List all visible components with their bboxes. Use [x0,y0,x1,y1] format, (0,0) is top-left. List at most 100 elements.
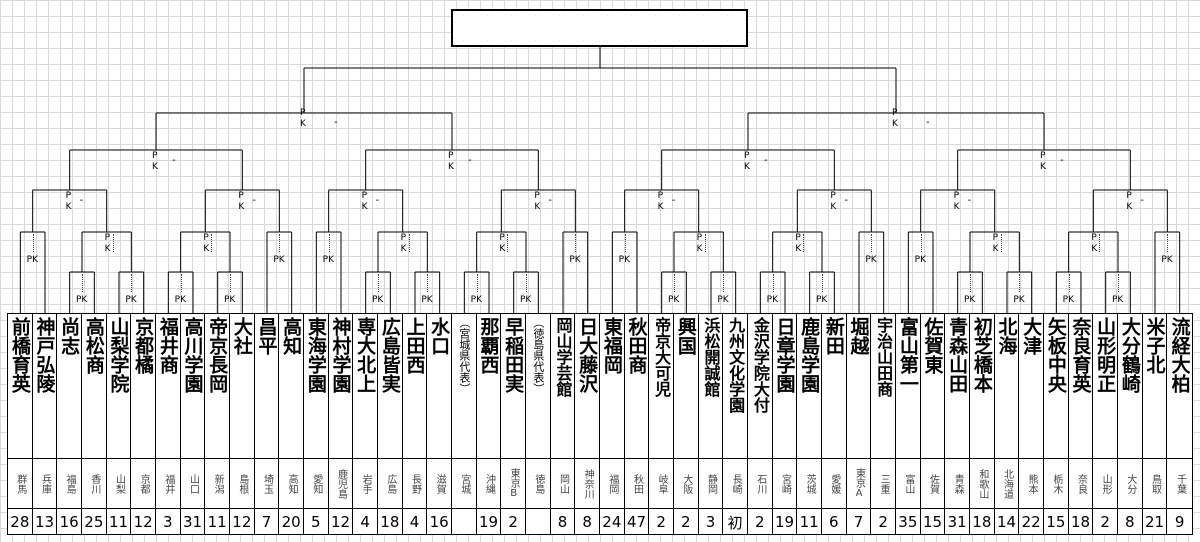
pk-label: PK [668,295,680,305]
team-name: 尚志 [58,317,81,355]
team-prefecture: 東京A [846,458,871,508]
team-name: （宮城県代表） [457,317,471,394]
team-prefecture: 千葉 [1167,458,1192,508]
pk-label: PK [618,255,630,265]
team-prefecture: 長崎 [723,458,747,508]
pk-label: P [1040,151,1046,161]
team-prefecture: 福島 [57,458,81,508]
pk-dotted-divider [378,274,380,292]
pk-label: P [65,191,72,201]
team-name: 北海 [995,317,1018,355]
pk-label: K [1091,244,1098,254]
team-prefecture: 愛知 [304,458,328,508]
pk-label: K [65,202,72,212]
pk-dotted-divider [704,234,707,252]
team-name: 佐賀東 [921,317,944,374]
pk-label: K [892,119,898,129]
team-name: 宇治山田商 [874,317,894,397]
team-prefecture: 石川 [748,458,772,508]
pk-label: P [238,191,244,201]
team-prefecture: 北海道 [994,458,1019,508]
appearance-count: 2 [748,508,772,535]
pk-dotted-divider [803,234,805,252]
score-dash: - [375,195,380,206]
pk-label: P [448,151,454,161]
pk-label: PK [865,255,877,265]
pk-label: P [361,191,368,201]
pk-label: PK [964,295,976,305]
appearance-count: 24 [600,508,624,535]
pk-dotted-divider [575,234,577,252]
team-name: 山形明正 [1094,317,1117,393]
team-prefecture: 宮崎 [772,458,797,508]
bracket-lines [19,47,1181,313]
pk-label: K [696,244,703,254]
team-name: 山梨学院 [107,317,130,393]
team-name: 日大藤沢 [576,317,599,393]
team-prefecture: 滋賀 [427,458,451,508]
team-prefecture: 岡山 [550,458,575,508]
appearance-count: 2 [501,508,525,535]
pk-label: PK [26,255,38,265]
team-name: （徳島県代表） [531,317,545,394]
pk-label: PK [1062,295,1074,305]
pk-label: K [992,244,999,254]
pk-dotted-divider [180,274,183,292]
pk-label: P [300,108,306,118]
pk-label: K [300,119,306,129]
team-prefecture: 山梨 [106,458,131,508]
pk-dotted-divider [131,274,133,292]
pk-label: PK [125,295,137,305]
pk-dotted-divider [1068,274,1071,292]
team-name: 早稲田実 [502,317,525,393]
pk-dotted-divider [32,234,35,252]
pk-dotted-divider [279,234,281,252]
team-prefecture: 熊本 [1019,458,1043,508]
pk-dotted-divider [871,234,873,252]
pk-label: PK [174,295,186,305]
team-column: （徳島県代表）徳島 [526,314,551,534]
appearance-count: 21 [1142,508,1167,535]
score-dash: - [967,195,972,206]
title-box[interactable] [451,9,748,47]
score-dash: - [334,117,338,128]
team-prefecture: 福井 [156,458,180,508]
pk-dotted-divider [822,274,824,292]
score-dash: - [926,117,930,128]
appearance-count: 25 [82,508,106,535]
pk-dotted-divider [772,274,775,292]
team-prefecture: 高知 [279,458,303,508]
pk-label: PK [914,255,926,265]
appearance-count: 31 [180,508,205,535]
pk-dotted-divider [112,234,115,252]
appearance-count: 19 [476,508,501,535]
pk-dotted-divider [1118,274,1120,292]
team-name: 浜松開誠館 [701,317,721,397]
appearance-count: 11 [106,508,131,535]
pk-label: P [152,151,158,161]
team-prefecture: 茨城 [797,458,821,508]
appearance-count: 8 [575,508,599,535]
appearance-count: 6 [822,508,846,535]
team-prefecture: 鹿児島 [328,458,353,508]
team-name: 東福岡 [600,317,623,374]
pk-label: K [744,162,750,172]
team-prefecture: 愛媛 [822,458,846,508]
pk-label: K [499,244,506,254]
appearance-count [526,508,550,535]
score-dash: - [468,155,472,166]
